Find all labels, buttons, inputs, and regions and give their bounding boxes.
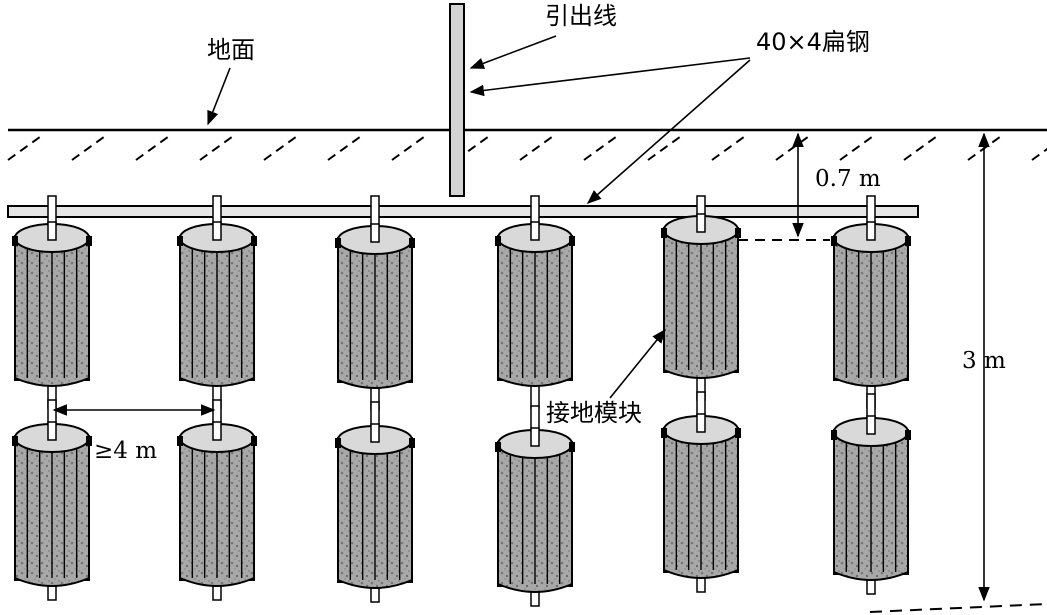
flat-steel-label: 40×4扁钢 (756, 28, 870, 56)
module-tab (495, 442, 501, 452)
total-depth-label: 3 m (962, 348, 1006, 374)
flat-steel-pointer-upper (469, 57, 751, 97)
module-bottom (337, 579, 413, 589)
module-tab (177, 436, 183, 446)
hatch-dash (263, 133, 301, 161)
hatch-dash (7, 133, 45, 161)
module-bottom (14, 577, 90, 587)
module-tab (735, 228, 741, 238)
grounding-module (495, 405, 575, 607)
module-rod-top (47, 221, 57, 241)
grounding-module (177, 399, 257, 601)
module-tab (335, 238, 341, 248)
module-tab (86, 236, 92, 246)
module-bottom (179, 377, 255, 387)
module-rod-top (47, 421, 57, 441)
total-depth-dash (869, 603, 1047, 613)
hatch-dash (327, 133, 365, 161)
module-bottom (833, 377, 909, 387)
module-tab (905, 430, 911, 440)
grounding-module (831, 195, 911, 409)
module-tab (177, 236, 183, 246)
module-rod-top (866, 415, 876, 435)
module-tab (569, 236, 575, 246)
module-rod-top (370, 423, 380, 443)
module-bottom (663, 369, 739, 379)
grounding-module (335, 401, 415, 603)
module-bottom (497, 583, 573, 593)
module-spacing-label: ≥4 m (94, 438, 157, 464)
grounding-module (12, 195, 92, 409)
module-rod-top (696, 413, 706, 433)
module-tab (831, 236, 837, 246)
burial-depth-label: 0.7 m (815, 166, 881, 192)
module-bottom (337, 379, 413, 389)
flat-steel-pointer-lower (586, 59, 751, 204)
grounding-module (177, 195, 257, 409)
hatch-dash (71, 133, 109, 161)
module-tab (409, 238, 415, 248)
grounding-module-label: 接地模块 (546, 399, 642, 427)
grounding-module (12, 399, 92, 601)
grounding-module (495, 195, 575, 409)
module-bottom (833, 571, 909, 581)
module-tab (12, 436, 18, 446)
ground-surface-label: 地面 (207, 36, 255, 64)
hatch-dash (1031, 147, 1047, 161)
soil-hatching (7, 133, 1047, 161)
module-tab (335, 438, 341, 448)
module-tab (12, 236, 18, 246)
module-rod-top (212, 221, 222, 241)
module-tab (661, 428, 667, 438)
grounding-modules (12, 195, 911, 607)
grounding-module (335, 195, 415, 411)
module-rod-top (212, 421, 222, 441)
hatch-dash (583, 133, 621, 161)
module-tab (251, 436, 257, 446)
hatch-dash (775, 133, 813, 161)
module-bottom (14, 377, 90, 387)
module-tab (735, 428, 741, 438)
module-tab (409, 438, 415, 448)
ground-surface-pointer (207, 67, 231, 126)
module-rod-top (530, 427, 540, 447)
module-bottom (179, 577, 255, 587)
module-bottom (497, 377, 573, 387)
flat-steel-bar (7, 205, 919, 218)
hatch-dash (967, 133, 1005, 161)
grounding-module (661, 391, 741, 593)
module-tab (831, 430, 837, 440)
grounding-module (661, 195, 741, 401)
module-rod-top (370, 223, 380, 243)
module-tab (569, 442, 575, 452)
module-tab (905, 236, 911, 246)
grounding-module-pointer (609, 328, 666, 399)
module-tab (661, 228, 667, 238)
hatch-dash (711, 133, 749, 161)
hatch-dash (135, 133, 173, 161)
lead-out-wire-label: 引出线 (545, 2, 617, 30)
module-rod-top (696, 213, 706, 233)
module-bottom (663, 569, 739, 579)
hatch-dash (199, 133, 237, 161)
hatch-dash (839, 133, 877, 161)
hatch-dash (519, 133, 557, 161)
lead-out-wire-bar (449, 3, 465, 197)
hatch-dash (903, 133, 941, 161)
hatch-dash (647, 133, 685, 161)
module-tab (86, 436, 92, 446)
module-rod-top (866, 221, 876, 241)
lead-out-wire-pointer (469, 35, 557, 69)
module-tab (251, 236, 257, 246)
module-tab (495, 236, 501, 246)
hatch-dash (391, 133, 429, 161)
grounding-module (831, 393, 911, 595)
module-rod-top (530, 221, 540, 241)
